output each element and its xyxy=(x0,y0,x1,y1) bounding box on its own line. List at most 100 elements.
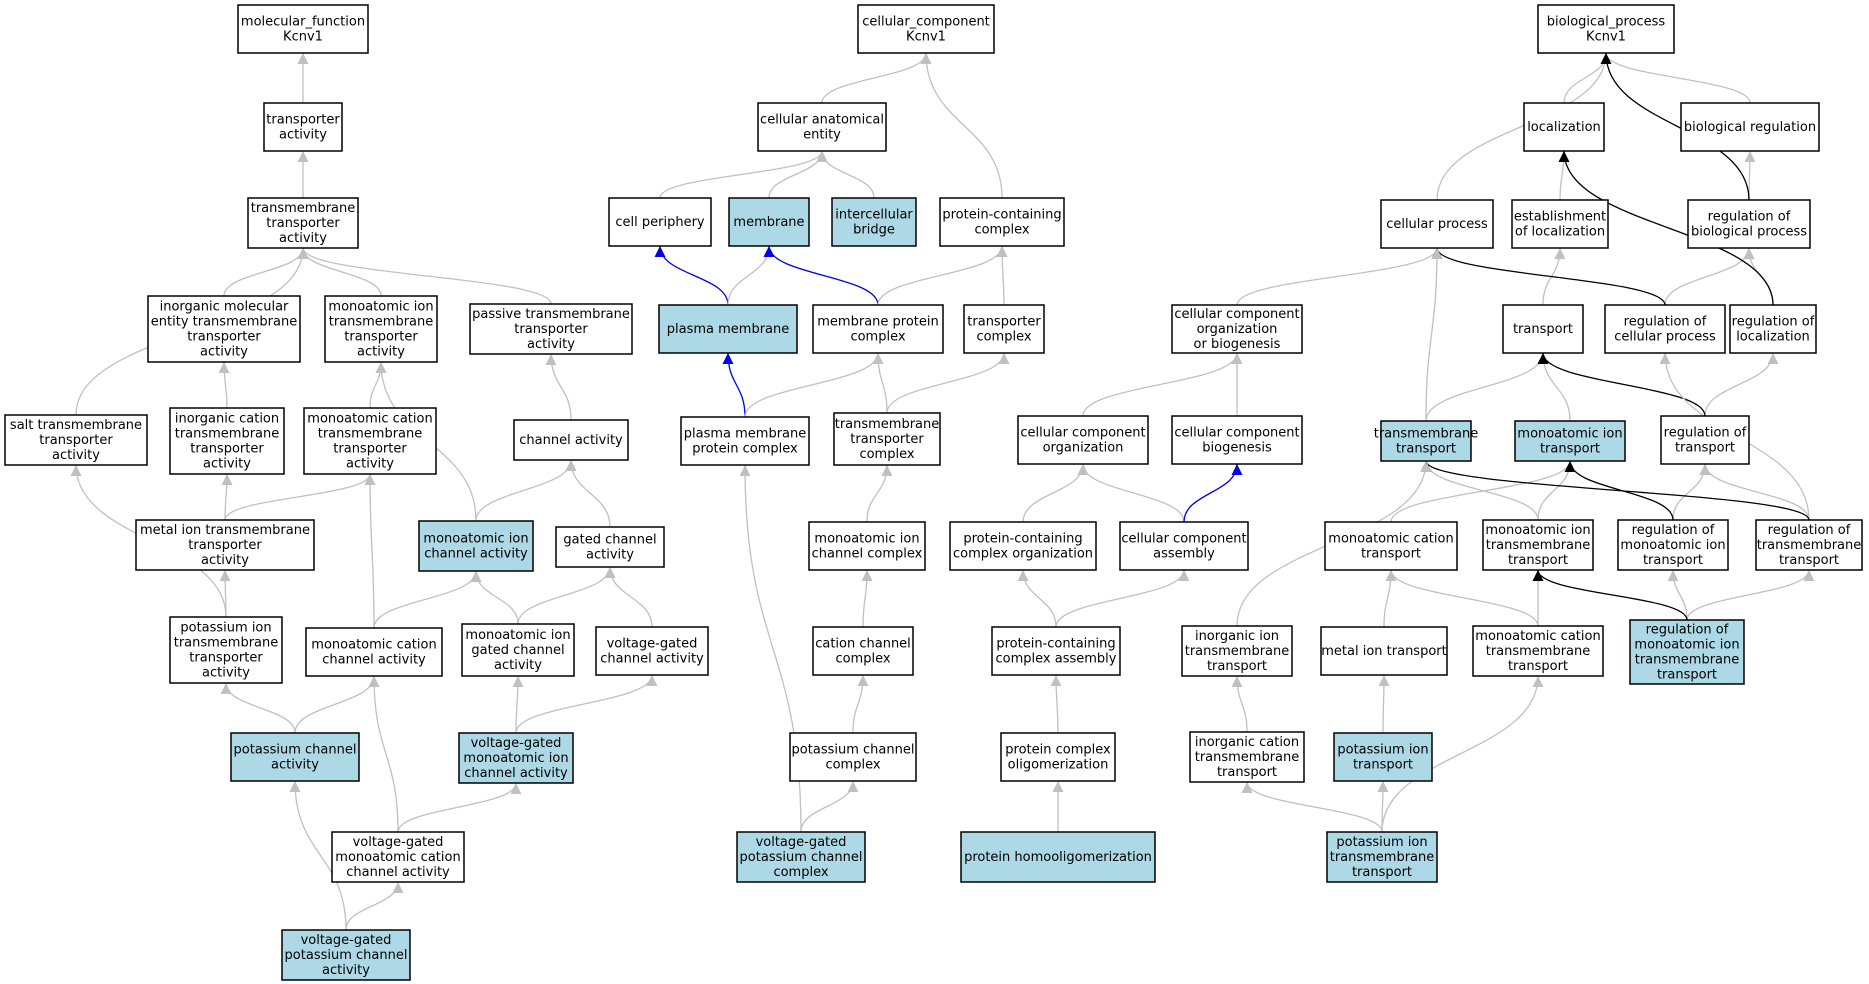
node-cpr[interactable]: cellular process xyxy=(1380,199,1494,249)
node-pm[interactable]: plasma membrane xyxy=(658,304,798,354)
node-loc[interactable]: localization xyxy=(1523,102,1605,152)
edge-ttc-to-tc xyxy=(886,352,1010,414)
edge-cca-to-cco xyxy=(1077,463,1185,523)
node-br[interactable]: biological regulation xyxy=(1680,102,1820,152)
node-box xyxy=(4,414,148,466)
node-box xyxy=(1181,625,1293,677)
edge-cp-to-cae xyxy=(659,150,828,199)
node-box xyxy=(1333,732,1433,782)
edge-mica-to-ca xyxy=(475,459,577,522)
edge-rtt-to-rt xyxy=(1699,463,1810,521)
node-pho[interactable]: protein homooligomerization xyxy=(960,831,1156,883)
edge-rmitt-to-rtt xyxy=(1686,569,1815,621)
node-tr[interactable]: transport xyxy=(1502,304,1584,354)
node-ca[interactable]: channel activity xyxy=(513,419,629,461)
edge-pm-to-mem xyxy=(727,245,775,306)
edge-migca-to-gca xyxy=(517,566,616,625)
edge-pco-to-cco xyxy=(1022,463,1089,523)
node-cp[interactable]: cell periphery xyxy=(608,197,712,247)
edge-pmpc-to-pm xyxy=(722,352,746,418)
edge-mitt-to-mit xyxy=(1537,460,1576,521)
node-box xyxy=(281,929,411,981)
node-mem[interactable]: membrane xyxy=(728,197,810,247)
edge-mita-to-mcta xyxy=(224,473,376,521)
node-box xyxy=(135,519,315,571)
node-box xyxy=(147,295,301,363)
edge-pca2-to-pco xyxy=(1017,569,1057,628)
edge-rmitt-to-rmit xyxy=(1667,569,1688,621)
node-box xyxy=(1523,102,1605,152)
edge-cpr-to-bp xyxy=(1436,52,1612,201)
node-box xyxy=(963,304,1045,354)
node-mett[interactable]: metal ion transport xyxy=(1320,626,1448,676)
node-box xyxy=(1755,519,1863,571)
